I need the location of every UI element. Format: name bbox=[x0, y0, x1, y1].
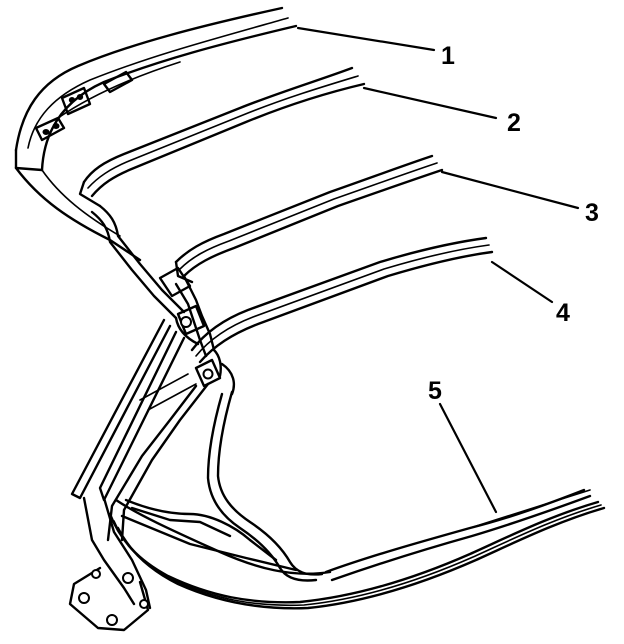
bow-2 bbox=[78, 66, 366, 208]
callout-5: 5 bbox=[428, 377, 442, 405]
callout-4: 4 bbox=[556, 299, 570, 327]
callout-3: 3 bbox=[585, 199, 599, 227]
side-rail-linkage bbox=[90, 204, 236, 396]
leader-4 bbox=[490, 260, 554, 304]
rear-bow bbox=[108, 488, 606, 610]
leader-2 bbox=[362, 86, 498, 120]
bow-3 bbox=[174, 154, 444, 284]
bow-4 bbox=[190, 236, 494, 364]
leader-5 bbox=[438, 402, 498, 514]
callout-1: 1 bbox=[441, 42, 455, 70]
callout-2: 2 bbox=[507, 109, 521, 137]
front-header-bow bbox=[14, 6, 298, 262]
leader-3 bbox=[440, 170, 580, 210]
leader-1 bbox=[296, 26, 436, 52]
mounting-bracket bbox=[68, 496, 152, 632]
rear-rail-cable bbox=[120, 390, 324, 582]
leader-lines bbox=[296, 26, 580, 514]
main-pivot-arm bbox=[70, 318, 210, 542]
callouts: 1 2 3 4 5 bbox=[428, 42, 599, 405]
